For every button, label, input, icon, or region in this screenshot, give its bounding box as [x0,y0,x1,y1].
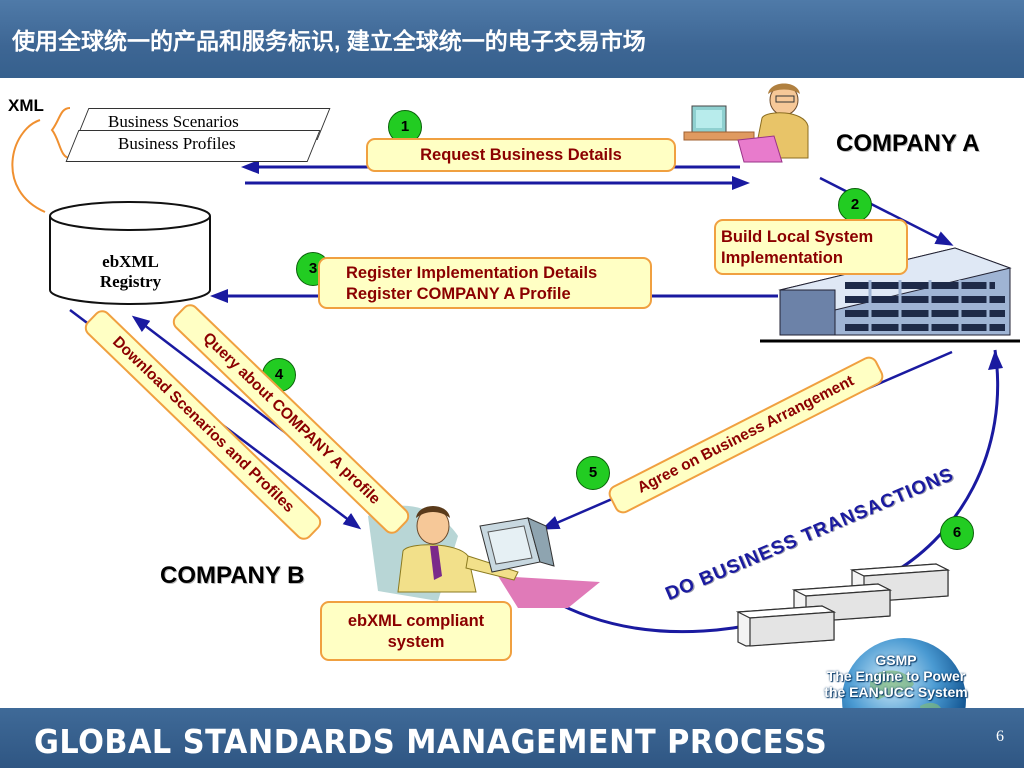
company-a-label: COMPANY A [836,130,980,157]
step-1-box: Request Business Details [366,138,676,172]
company-b-person-icon [368,505,600,608]
business-profiles-label: Business Profiles [118,134,236,153]
company-b-label: COMPANY B [160,562,305,589]
registry-cylinder-icon [49,201,211,305]
ebxml-system-box: ebXML compliant system [320,601,512,661]
step-2-badge: 2 [838,188,872,222]
transaction-boxes-icon [736,563,951,647]
page-number: 6 [996,728,1004,745]
step-1-text: Request Business Details [420,146,622,164]
globe-line3: the EAN•UCC System [824,684,968,700]
ebxml-system-line2: system [387,633,445,651]
step-2-line1: Build Local System [721,228,874,246]
slide-title: 使用全球统一的产品和服务标识, 建立全球统一的电子交易市场 [12,28,646,54]
building-icon [760,247,1020,343]
ebxml-system-line1: ebXML compliant [347,612,485,630]
step-3-box: Register Implementation Details Register… [318,257,652,309]
step-3-line2: Register COMPANY A Profile [346,285,571,303]
step-2-line2: Implementation [721,249,843,267]
slide-footer: GLOBAL STANDARDS MANAGEMENT PROCESS 6 [0,708,1024,768]
company-a-person-icon [683,83,809,163]
registry-label: ebXML Registry [48,252,213,292]
step-6-badge: 6 [940,516,974,550]
registry-line2: Registry [99,272,162,291]
footer-title: GLOBAL STANDARDS MANAGEMENT PROCESS [34,722,828,761]
xml-label: XML [8,96,44,115]
step-3-line1: Register Implementation Details [346,264,598,282]
globe-line2: The Engine to Power [826,668,966,684]
registry-line1: ebXML [102,252,159,271]
step-5-badge: 5 [576,456,610,490]
business-scenarios-label: Business Scenarios [108,112,239,131]
globe-line1: GSMP [875,652,917,668]
slide-header: 使用全球统一的产品和服务标识, 建立全球统一的电子交易市场 [0,0,1024,78]
step-2-box: Build Local System Implementation [714,219,908,275]
globe-text: GSMP The Engine to Power the EAN•UCC Sys… [800,652,992,700]
